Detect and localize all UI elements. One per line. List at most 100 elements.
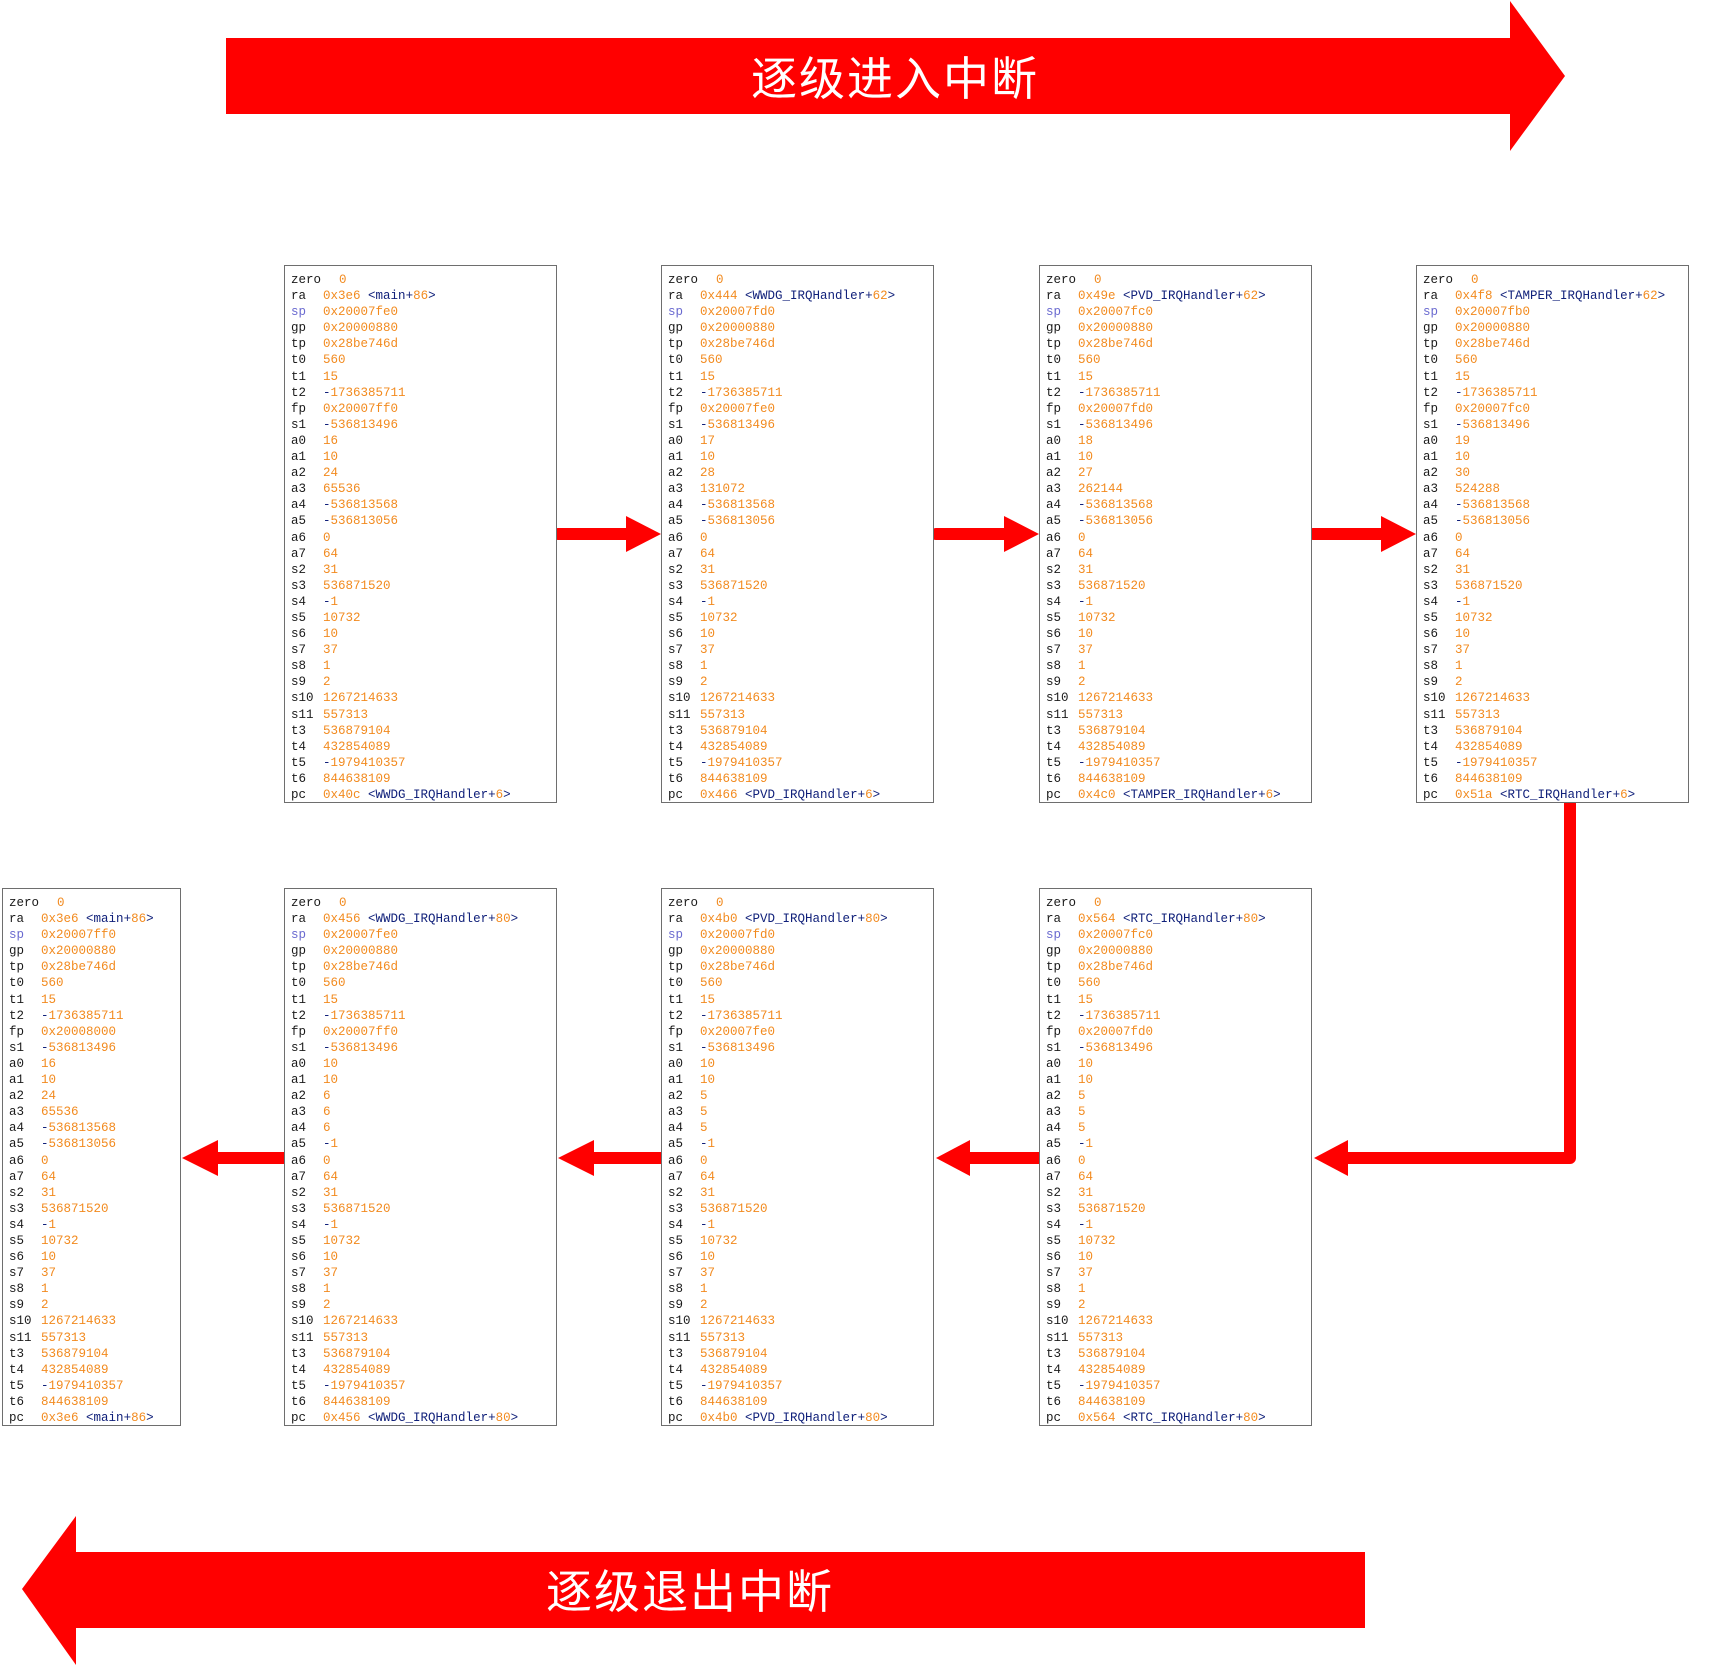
symbol-name: WWDG_IRQHandler [752,289,866,304]
register-value: 0x20007fc0 [1078,305,1154,320]
register-name: s6 [1046,627,1062,642]
register-row-a6: a6 0 [668,1153,933,1169]
register-value: 432854089 [323,739,391,754]
register-name: zero [291,896,322,910]
symbol-offset: 86 [131,1411,147,1425]
symbol-open-bracket: < [745,289,753,304]
register-name: t5 [1046,1378,1062,1393]
register-value: 0x20007fe0 [700,1024,776,1039]
register-name: a5 [668,1137,684,1152]
register-value: 15 [323,992,339,1007]
register-value: 10 [323,1056,339,1071]
register-name: a6 [291,1153,307,1168]
register-value: -1979410357 [323,755,406,770]
symbol-open-bracket: < [1500,289,1508,304]
register-name: sp [1046,928,1062,943]
register-name: fp [668,1024,684,1039]
register-value: 524288 [1455,482,1501,497]
register-value: 37 [323,1266,339,1281]
register-value: 0x28be746d [1455,337,1531,352]
register-name: zero [1046,273,1077,287]
register-name: a0 [1046,1056,1062,1071]
minus-sign: - [1455,594,1463,609]
register-name: t5 [9,1378,25,1393]
register-value: 0 [57,896,65,910]
enter-interrupt-label: 逐级进入中断 [751,52,1039,106]
register-value: -1736385711 [323,385,406,400]
register-address: 0x466 [700,788,738,802]
symbol-name: TAMPER_IRQHandler [1130,788,1259,802]
register-name: a1 [9,1073,25,1088]
register-value: -536813496 [700,417,776,432]
register-value: 10 [700,1056,716,1071]
register-name: t3 [1046,1346,1062,1361]
minus-sign: - [700,1378,708,1393]
symbol-name: PVD_IRQHandler [752,912,858,927]
register-value: 24 [323,466,339,481]
register-name: a7 [1046,546,1062,561]
register-value: 0x20007fd0 [700,305,776,320]
minus-sign: - [323,417,331,432]
register-name: s3 [291,1201,307,1216]
register-value: 15 [1078,992,1094,1007]
register-name: s1 [9,1040,25,1055]
register-value: 37 [323,643,339,658]
register-name: a4 [1046,1121,1062,1136]
register-name: fp [1423,401,1439,416]
symbol-open-bracket: < [1123,1411,1131,1425]
register-value: -1 [1078,1137,1094,1152]
minus-sign: - [323,1137,331,1152]
symbol-plus: + [1258,788,1266,802]
register-name: tp [668,960,684,975]
register-value: -1 [323,1137,339,1152]
register-name: pc [1046,788,1062,802]
register-name: s7 [291,643,307,658]
register-name: a1 [291,1073,307,1088]
register-value: 31 [1078,562,1094,577]
register-name: tp [668,337,684,352]
register-value: 31 [700,562,716,577]
register-value: 0x20007ff0 [323,1024,399,1039]
register-name: s1 [291,1040,307,1055]
register-value: 15 [700,992,716,1007]
register-value: 0 [1455,530,1463,545]
register-value: 10 [1455,450,1471,465]
register-name: s9 [1046,1298,1062,1313]
register-name: a6 [668,1153,684,1168]
register-name: a3 [291,1105,307,1120]
register-value: 262144 [1078,482,1124,497]
register-value: 0 [700,1153,708,1168]
register-name: t2 [1046,1008,1062,1023]
register-value: 536871520 [700,578,768,593]
register-value: 557313 [1455,707,1501,722]
symbol-plus: + [857,1411,866,1425]
register-value: -1 [700,594,716,609]
register-value: 10 [700,627,716,642]
register-row-s4: s4-1 [1423,594,1688,610]
register-value: 0 [716,896,724,910]
register-name: t6 [9,1394,25,1409]
